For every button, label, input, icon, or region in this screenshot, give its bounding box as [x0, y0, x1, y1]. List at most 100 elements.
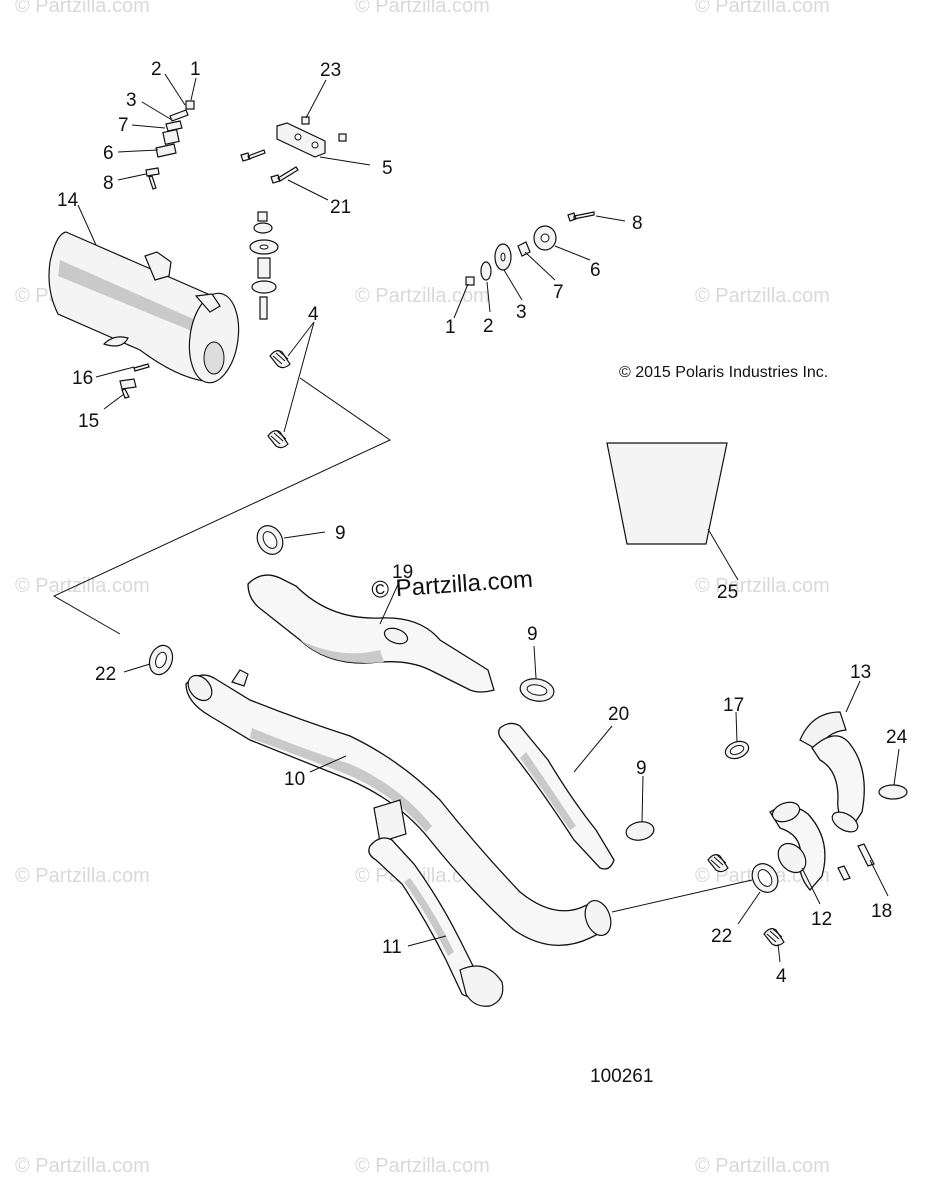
bracket-assembly — [240, 116, 347, 184]
nut-part — [257, 211, 268, 222]
bracket-hole — [311, 141, 319, 149]
watermark: © Partzilla.com — [695, 0, 830, 17]
heat-shield-lower — [498, 722, 615, 870]
muffler-inlet-flange — [102, 336, 129, 347]
head-pipe-bracket — [373, 799, 407, 843]
leader-line — [77, 204, 97, 246]
leader-line — [283, 531, 326, 539]
leader-line — [319, 156, 371, 166]
callout-18: 18 — [871, 901, 892, 922]
watermark: © Partzilla.com — [15, 1155, 150, 1177]
leader-line — [283, 321, 315, 433]
tail-pipe-shade — [404, 878, 454, 956]
callout-9: 9 — [335, 523, 346, 544]
leader-line — [737, 891, 761, 925]
callout-2: 2 — [151, 59, 162, 80]
spring-part — [269, 350, 291, 369]
nut-part — [185, 100, 195, 110]
grommet-hole — [540, 233, 550, 243]
callout-14: 14 — [57, 190, 79, 211]
washer-hole — [500, 252, 506, 262]
callout-4: 4 — [776, 966, 787, 987]
leader-line — [305, 79, 327, 119]
leader-line — [123, 663, 151, 673]
leader-line — [379, 579, 401, 625]
muffler-tab — [194, 293, 221, 313]
spacer-part — [257, 257, 271, 279]
stud-part — [837, 865, 851, 881]
callout-1: 1 — [190, 59, 201, 80]
spring-washer-part — [169, 109, 189, 122]
callout-21: 21 — [330, 197, 351, 218]
leader-line — [641, 775, 644, 823]
clip-part — [133, 363, 150, 372]
callout-4: 4 — [308, 304, 319, 325]
callout-5: 5 — [382, 158, 393, 179]
callout-3: 3 — [516, 302, 527, 323]
callout-9: 9 — [527, 624, 538, 645]
clamp-ring-inner — [526, 684, 548, 696]
nut-part — [301, 116, 310, 125]
clamp-ring — [625, 821, 655, 841]
leader-line — [595, 215, 626, 222]
leader-line — [287, 179, 329, 201]
spring-right-upper — [707, 854, 729, 873]
spring-part — [707, 854, 729, 873]
muffler-shade — [58, 260, 204, 336]
gasket-part-left — [148, 644, 174, 676]
leader-line — [164, 73, 186, 106]
spring-left-upper — [269, 350, 291, 369]
copyright-notice: © 2015 Polaris Industries Inc. — [619, 364, 828, 381]
bolt-part — [270, 166, 299, 184]
leader-line — [141, 101, 173, 121]
gasket-ring-inner — [757, 869, 773, 887]
nut-part — [465, 276, 475, 286]
bracket-hole — [294, 133, 302, 141]
muffler-bracket — [144, 251, 172, 281]
leader-line — [453, 283, 469, 319]
leader-line — [486, 281, 491, 313]
muffler-outlet — [203, 341, 225, 375]
callout-7: 7 — [118, 115, 129, 136]
grommet-hole — [259, 244, 269, 250]
callout-10: 10 — [284, 769, 305, 790]
callout-19: 19 — [392, 562, 413, 583]
spring-coil — [272, 350, 289, 365]
head-pipe-main — [185, 669, 612, 947]
muffler-part — [48, 231, 240, 384]
nut-part — [338, 133, 347, 142]
watermark: © Partzilla.com — [355, 285, 490, 307]
head-pipe-flange — [187, 674, 213, 702]
bolt-part — [240, 149, 266, 162]
callout-25: 25 — [717, 582, 738, 603]
diagram-number: 100261 — [590, 1066, 653, 1087]
leader-line — [869, 859, 889, 897]
bolt-part — [145, 167, 160, 190]
watermark: © Partzilla.com — [695, 575, 830, 597]
watermark: © Partzilla.com — [15, 575, 150, 597]
leader-line — [893, 748, 900, 786]
callout-12: 12 — [811, 909, 832, 930]
leader-line — [707, 528, 739, 581]
spacer-part — [162, 128, 180, 146]
clamp-part-middle — [519, 678, 555, 702]
muffler-mount-stack — [249, 211, 279, 320]
leader-line — [554, 245, 591, 261]
front-pipe — [769, 801, 826, 891]
muffler-body — [48, 231, 213, 383]
callout-16: 16 — [72, 368, 93, 389]
front-pipe-ring — [777, 842, 807, 874]
head-pipe-outlet-flange — [584, 899, 612, 937]
callout-6: 6 — [103, 143, 114, 164]
watermark: © Partzilla.com — [15, 0, 150, 17]
leader-line — [533, 645, 537, 679]
spring-left-lower — [267, 430, 289, 449]
callout-20: 20 — [608, 704, 629, 725]
tail-pipe-tip — [459, 965, 504, 1007]
leader-line — [117, 173, 147, 181]
spring-coil — [766, 928, 783, 943]
head-pipe-shade — [250, 728, 432, 832]
heat-shield-shade — [300, 640, 384, 664]
leader-line — [287, 321, 315, 357]
heat-shield-upper — [247, 574, 495, 693]
